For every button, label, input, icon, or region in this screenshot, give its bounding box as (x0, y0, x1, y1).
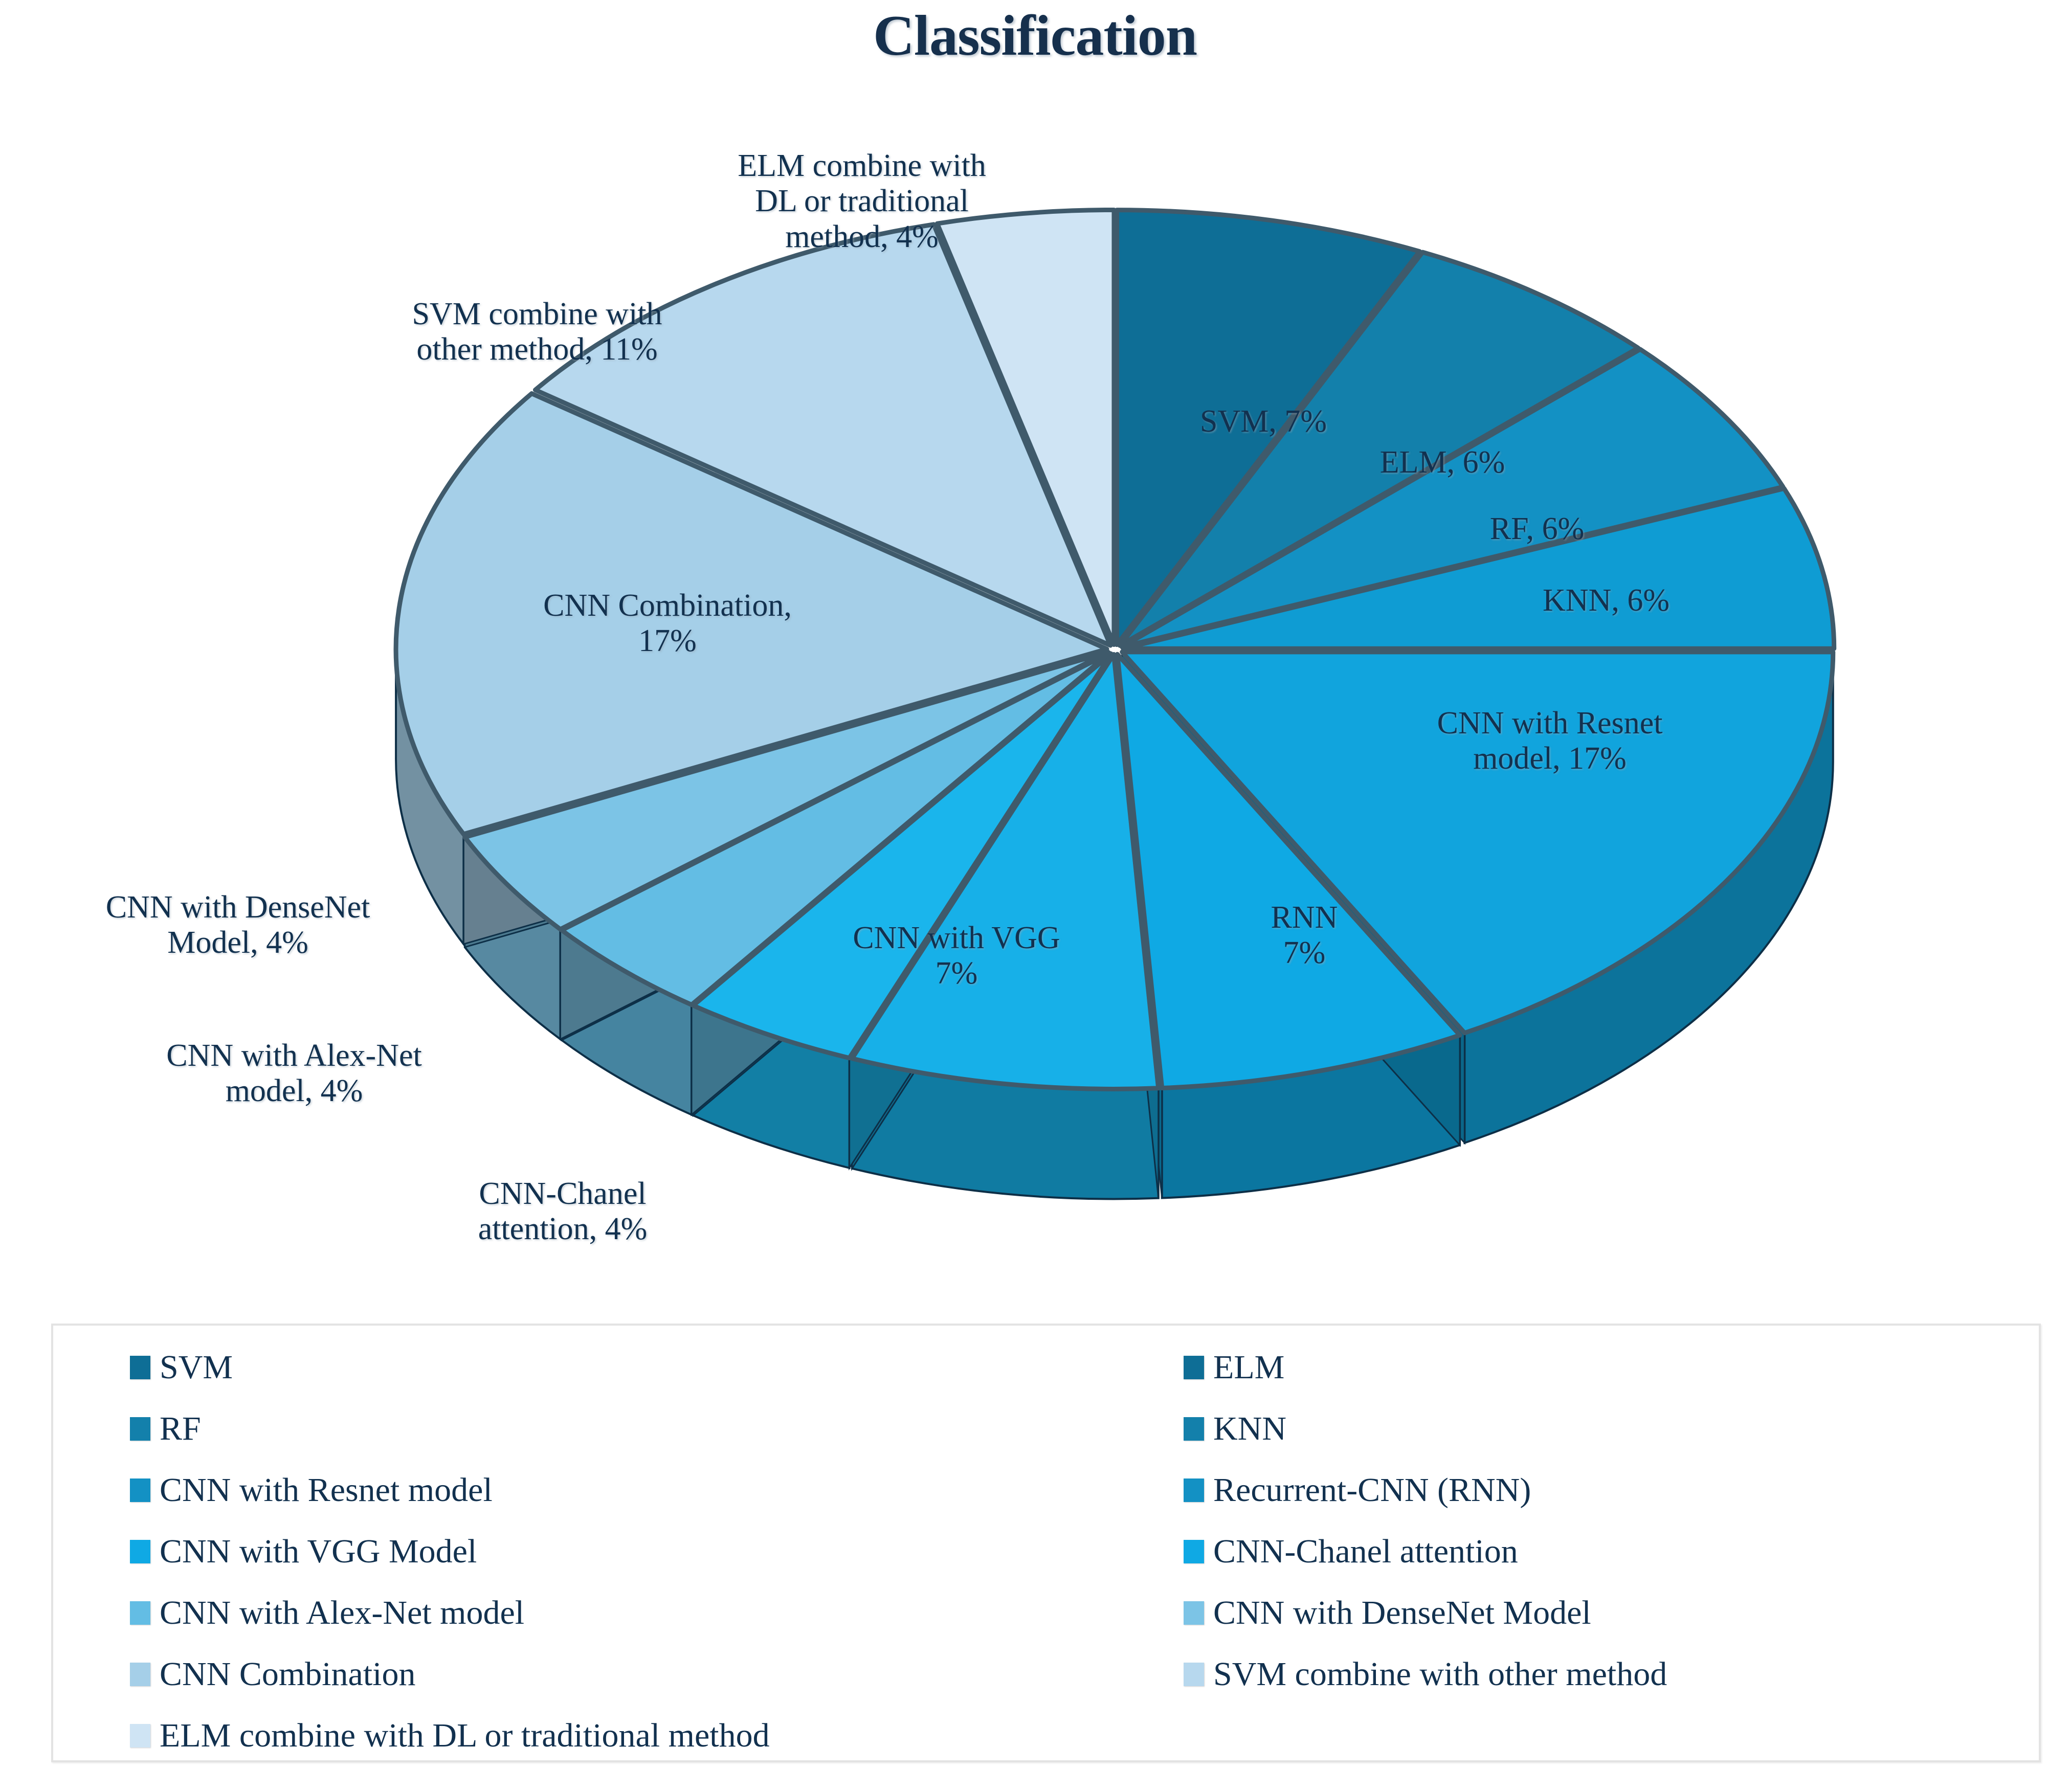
legend-item-label: KNN (1213, 1410, 1286, 1447)
legend-item-label: CNN with Resnet model (160, 1471, 493, 1509)
slice-label-cnn-alexnet: CNN with Alex-Net model, 4% (166, 1038, 422, 1109)
legend-color-swatch (1184, 1356, 1204, 1379)
legend-color-swatch (1184, 1479, 1204, 1502)
pie-slice[interactable] (532, 222, 1113, 648)
slice-label-cnn-vgg: CNN with VGG 7% (853, 921, 1060, 991)
legend-item-label: SVM combine with other method (1213, 1655, 1667, 1693)
legend-item[interactable]: CNN with Resnet model (130, 1460, 1184, 1521)
legend-item[interactable]: KNN (1184, 1398, 2029, 1460)
legend-item-label: Recurrent-CNN (RNN) (1213, 1471, 1531, 1509)
legend-color-swatch (1184, 1540, 1204, 1563)
pie-slice[interactable] (462, 649, 1110, 932)
slice-label-knn: KNN, 6% (1543, 583, 1670, 618)
pie-slice[interactable] (1115, 652, 1462, 1091)
legend-item[interactable]: CNN with DenseNet Model (1184, 1582, 2029, 1644)
legend-item-label: ELM combine with DL or traditional metho… (160, 1717, 770, 1754)
legend-item[interactable]: SVM combine with other method (1184, 1644, 2029, 1705)
slice-label-svm: SVM, 7% (1199, 404, 1327, 439)
pie-slice[interactable] (559, 651, 1112, 1007)
slice-label-cnn-chanel: CNN-Chanel attention, 4% (478, 1176, 648, 1247)
pie-slice[interactable] (934, 207, 1117, 647)
legend-item[interactable]: Recurrent-CNN (RNN) (1184, 1460, 2029, 1521)
pie-slice[interactable] (1120, 649, 1836, 1036)
legend-item-label: RF (160, 1410, 201, 1447)
legend-color-swatch (130, 1540, 150, 1563)
legend-item-label: ELM (1213, 1349, 1285, 1386)
legend-item[interactable]: CNN with Alex-Net model (130, 1582, 1184, 1644)
pie-slice[interactable] (691, 651, 1114, 1061)
pie-slice[interactable] (1120, 347, 1786, 649)
pie-slice[interactable] (393, 391, 1109, 837)
legend-item[interactable]: ELM combine with DL or traditional metho… (130, 1705, 1184, 1766)
chart-title: Classification (873, 4, 1197, 68)
legend-color-swatch (1184, 1417, 1204, 1441)
legend-item-label: CNN Combination (160, 1655, 416, 1693)
chart-legend: SVM ELM RF KNN CNN with Resnet model Recurren… (51, 1324, 2041, 1762)
legend-item-label: CNN-Chanel attention (1213, 1533, 1518, 1570)
pie-slices (393, 207, 1837, 1091)
legend-item[interactable]: CNN-Chanel attention (1184, 1521, 2029, 1582)
slice-label-elm: ELM, 6% (1379, 445, 1505, 480)
legend-color-swatch (130, 1356, 150, 1379)
pie-plot-area: SVM, 7% ELM, 6% RF, 6% KNN, 6% CNN with … (105, 148, 1837, 1247)
legend-item-label: CNN with VGG Model (160, 1533, 477, 1570)
legend-item[interactable]: CNN with VGG Model (130, 1521, 1184, 1582)
slice-label-elm-combine: ELM combine with DL or traditional metho… (738, 148, 986, 254)
slice-label-cnn-densenet: CNN with DenseNet Model, 4% (105, 890, 370, 960)
legend-color-swatch (130, 1601, 150, 1625)
legend-item[interactable]: RF (130, 1398, 1184, 1460)
legend-item-label: CNN with Alex-Net model (160, 1594, 525, 1631)
slice-label-cnn-combination: CNN Combination, 17% (543, 588, 792, 659)
legend-color-swatch (130, 1663, 150, 1686)
legend-item-label: SVM (160, 1349, 233, 1386)
pie-svg (393, 207, 1837, 1200)
legend-color-swatch (130, 1724, 150, 1748)
legend-item[interactable]: ELM (1184, 1337, 2029, 1398)
slice-label-svm-combine: SVM combine with other method, 11% (412, 297, 662, 367)
legend-item[interactable]: CNN Combination (130, 1644, 1184, 1705)
legend-items: SVM ELM RF KNN CNN with Resnet model Recurren… (130, 1337, 2029, 1755)
legend-color-swatch (1184, 1663, 1204, 1686)
legend-color-swatch (1184, 1601, 1204, 1625)
slice-label-rf: RF, 6% (1489, 511, 1585, 546)
pie-slice[interactable] (1117, 250, 1641, 648)
slice-label-rnn: RNN 7% (1271, 900, 1338, 971)
legend-color-swatch (130, 1479, 150, 1502)
slice-label-cnn-resnet: CNN with Resnet model, 17% (1437, 706, 1663, 776)
legend-color-swatch (130, 1417, 150, 1441)
pie-slice[interactable] (1114, 208, 1422, 647)
pie-slice[interactable] (1121, 486, 1837, 651)
legend-item-label: CNN with DenseNet Model (1213, 1594, 1591, 1631)
legend-item[interactable]: SVM (130, 1337, 1184, 1398)
pie-slice[interactable] (850, 652, 1161, 1091)
